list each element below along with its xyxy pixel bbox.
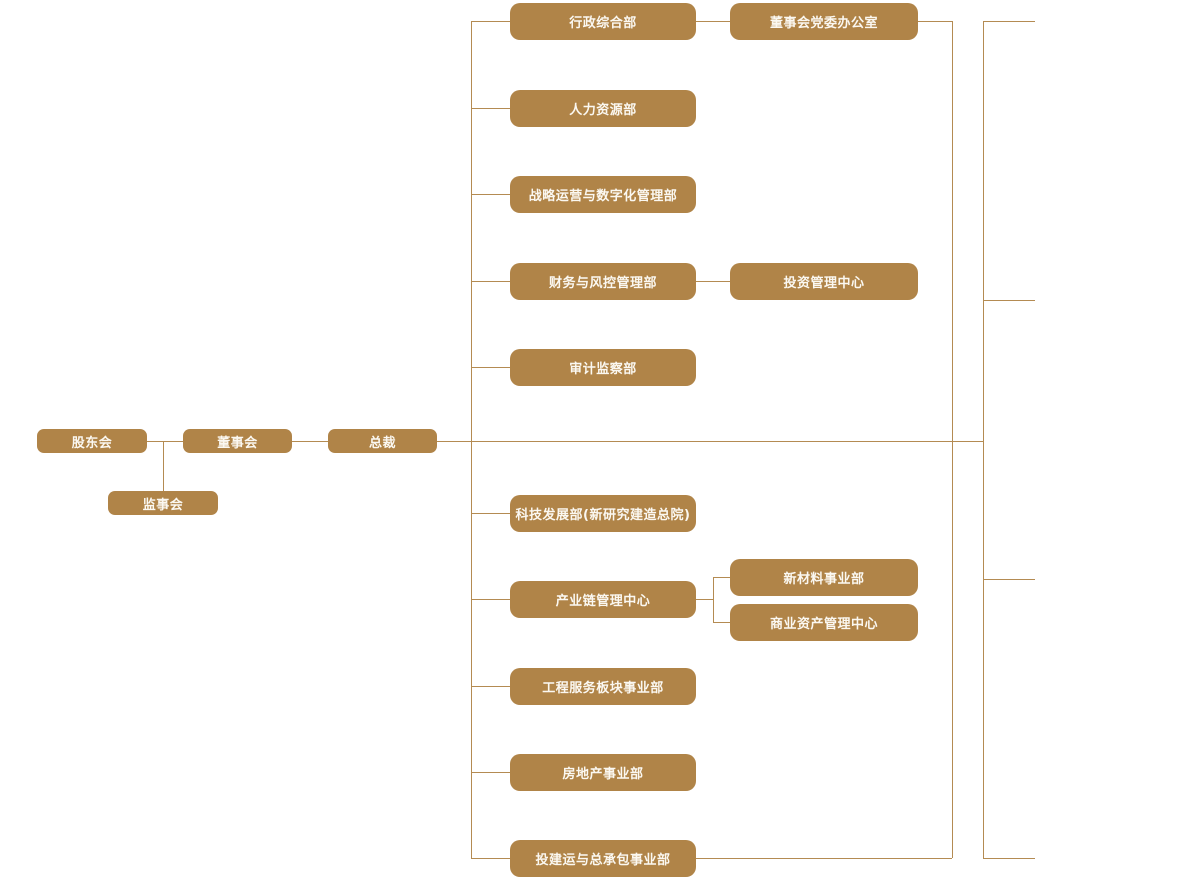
connector-right-stub-2: [983, 300, 1035, 301]
node-board: 董事会: [183, 429, 292, 453]
connector-chain-branch-trunk: [713, 577, 714, 622]
connector-finance-investment: [696, 281, 730, 282]
connector-stub-finance: [471, 281, 510, 282]
connector-stub-tech: [471, 513, 510, 514]
node-tech: 科技发展部(新研究建造总院): [510, 495, 696, 532]
connector-right-stub-1: [983, 21, 1035, 22]
connector-right-stub-4: [983, 858, 1035, 859]
node-hr: 人力资源部: [510, 90, 696, 127]
connector-chain-branch: [696, 599, 713, 600]
connector-board-president: [292, 441, 328, 442]
connector-stub-admin: [471, 21, 510, 22]
connector-stub-epc: [471, 858, 510, 859]
node-investment: 投资管理中心: [730, 263, 918, 300]
node-party-office: 董事会党委办公室: [730, 3, 918, 40]
connector-supervisory-drop: [163, 441, 164, 491]
connector-shareholders-board: [147, 441, 183, 442]
node-supervisory: 监事会: [108, 491, 218, 515]
node-real-estate: 房地产事业部: [510, 754, 696, 791]
node-president: 总裁: [328, 429, 437, 453]
connector-stub-hr: [471, 108, 510, 109]
connector-stub-audit: [471, 367, 510, 368]
node-engineering: 工程服务板块事业部: [510, 668, 696, 705]
connector-admin-party-office: [696, 21, 730, 22]
connector-party-office-trunk: [918, 21, 952, 22]
connector-president-main-line: [437, 441, 983, 442]
node-admin: 行政综合部: [510, 3, 696, 40]
node-finance: 财务与风控管理部: [510, 263, 696, 300]
connector-branch-new-materials: [713, 577, 730, 578]
connector-branch-commercial: [713, 622, 730, 623]
node-strategy: 战略运营与数字化管理部: [510, 176, 696, 213]
node-shareholders: 股东会: [37, 429, 147, 453]
connector-left-trunk: [471, 21, 472, 858]
connector-epc-right: [696, 858, 952, 859]
connector-stub-industry-chain: [471, 599, 510, 600]
connector-stub-engineering: [471, 686, 510, 687]
node-audit: 审计监察部: [510, 349, 696, 386]
connector-right-trunk-b: [983, 21, 984, 858]
connector-right-trunk-a: [952, 21, 953, 858]
connector-stub-strategy: [471, 194, 510, 195]
node-industry-chain: 产业链管理中心: [510, 581, 696, 618]
node-commercial-assets: 商业资产管理中心: [730, 604, 918, 641]
node-epc: 投建运与总承包事业部: [510, 840, 696, 877]
connector-right-stub-3: [983, 579, 1035, 580]
connector-stub-real-estate: [471, 772, 510, 773]
node-new-materials: 新材料事业部: [730, 559, 918, 596]
